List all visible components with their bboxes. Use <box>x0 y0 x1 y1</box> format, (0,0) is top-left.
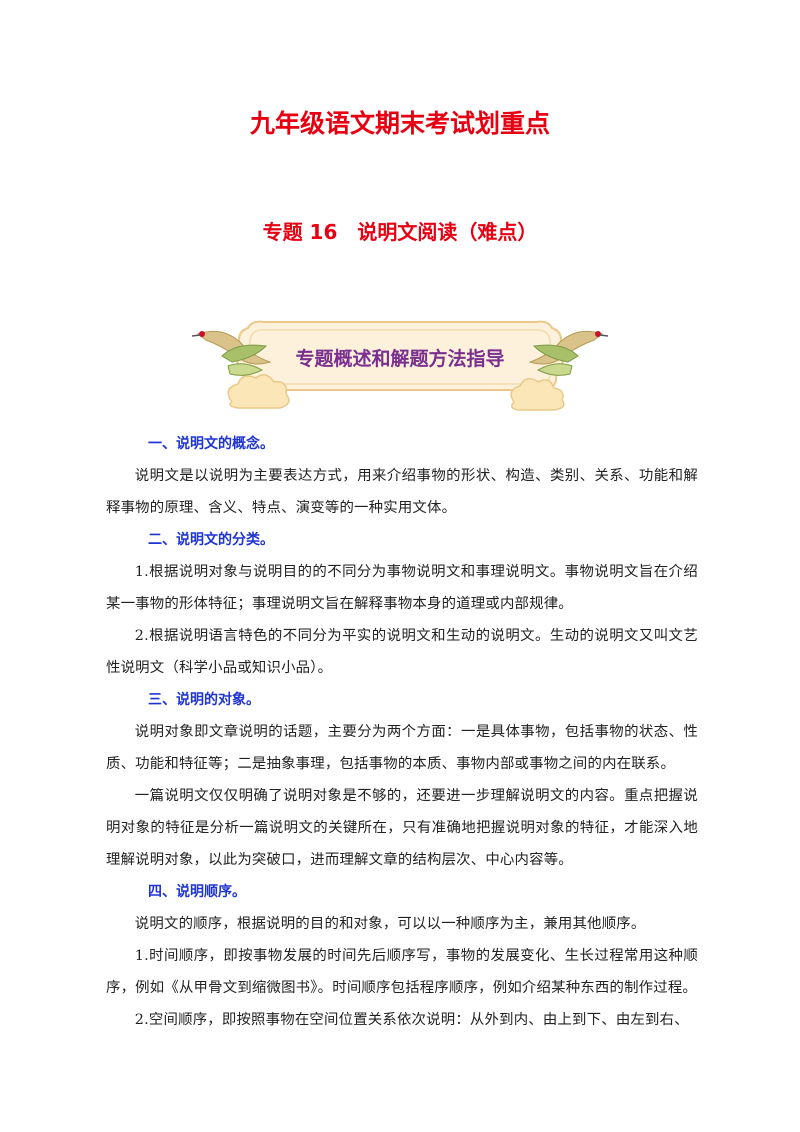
section-banner: 专题概述和解题方法指导 <box>192 316 608 416</box>
banner-title: 专题概述和解题方法指导 <box>295 348 505 370</box>
section-heading: 三、说明的对象。 <box>148 692 260 708</box>
paragraph: 一篇说明文仅仅明确了说明对象是不够的，还要进一步理解说明文的内容。重点把握说明对… <box>106 788 698 868</box>
document-title: 九年级语文期末考试划重点 <box>249 109 550 138</box>
crane-left-icon <box>192 330 272 376</box>
paragraph: 2.空间顺序，即按照事物在空间位置关系依次说明：从外到内、由上到下、由左到右、 <box>134 1012 689 1028</box>
section-heading: 一、说明文的概念。 <box>148 436 274 452</box>
paragraph: 1.根据说明对象与说明目的的不同分为事物说明文和事理说明文。事物说明文旨在介绍某… <box>106 564 698 612</box>
paragraph: 说明对象即文章说明的话题，主要分为两个方面：一是具体事物，包括事物的状态、性质、… <box>106 724 698 772</box>
paragraph: 2.根据说明语言特色的不同分为平实的说明文和生动的说明文。生动的说明文又叫文艺性… <box>106 628 698 676</box>
section-heading: 四、说明顺序。 <box>148 884 246 900</box>
document-subtitle: 专题 16 说明文阅读（难点） <box>262 220 538 244</box>
paragraph: 说明文的顺序，根据说明的目的和对象，可以以一种顺序为主，兼用其他顺序。 <box>134 916 646 932</box>
crane-right-icon <box>528 330 608 376</box>
section-heading: 二、说明文的分类。 <box>148 532 274 548</box>
paragraph: 1.时间顺序，即按事物发展的时间先后顺序写，事物的发展变化、生长过程常用这种顺序… <box>106 948 698 996</box>
banner-decoration <box>192 320 608 411</box>
cloud-icon <box>227 374 565 411</box>
paragraph: 说明文是以说明为主要表达方式，用来介绍事物的形状、构造、类别、关系、功能和解释事… <box>106 468 698 516</box>
document-body: 一、说明文的概念。 说明文是以说明为主要表达方式，用来介绍事物的形状、构造、类别… <box>106 428 698 1036</box>
